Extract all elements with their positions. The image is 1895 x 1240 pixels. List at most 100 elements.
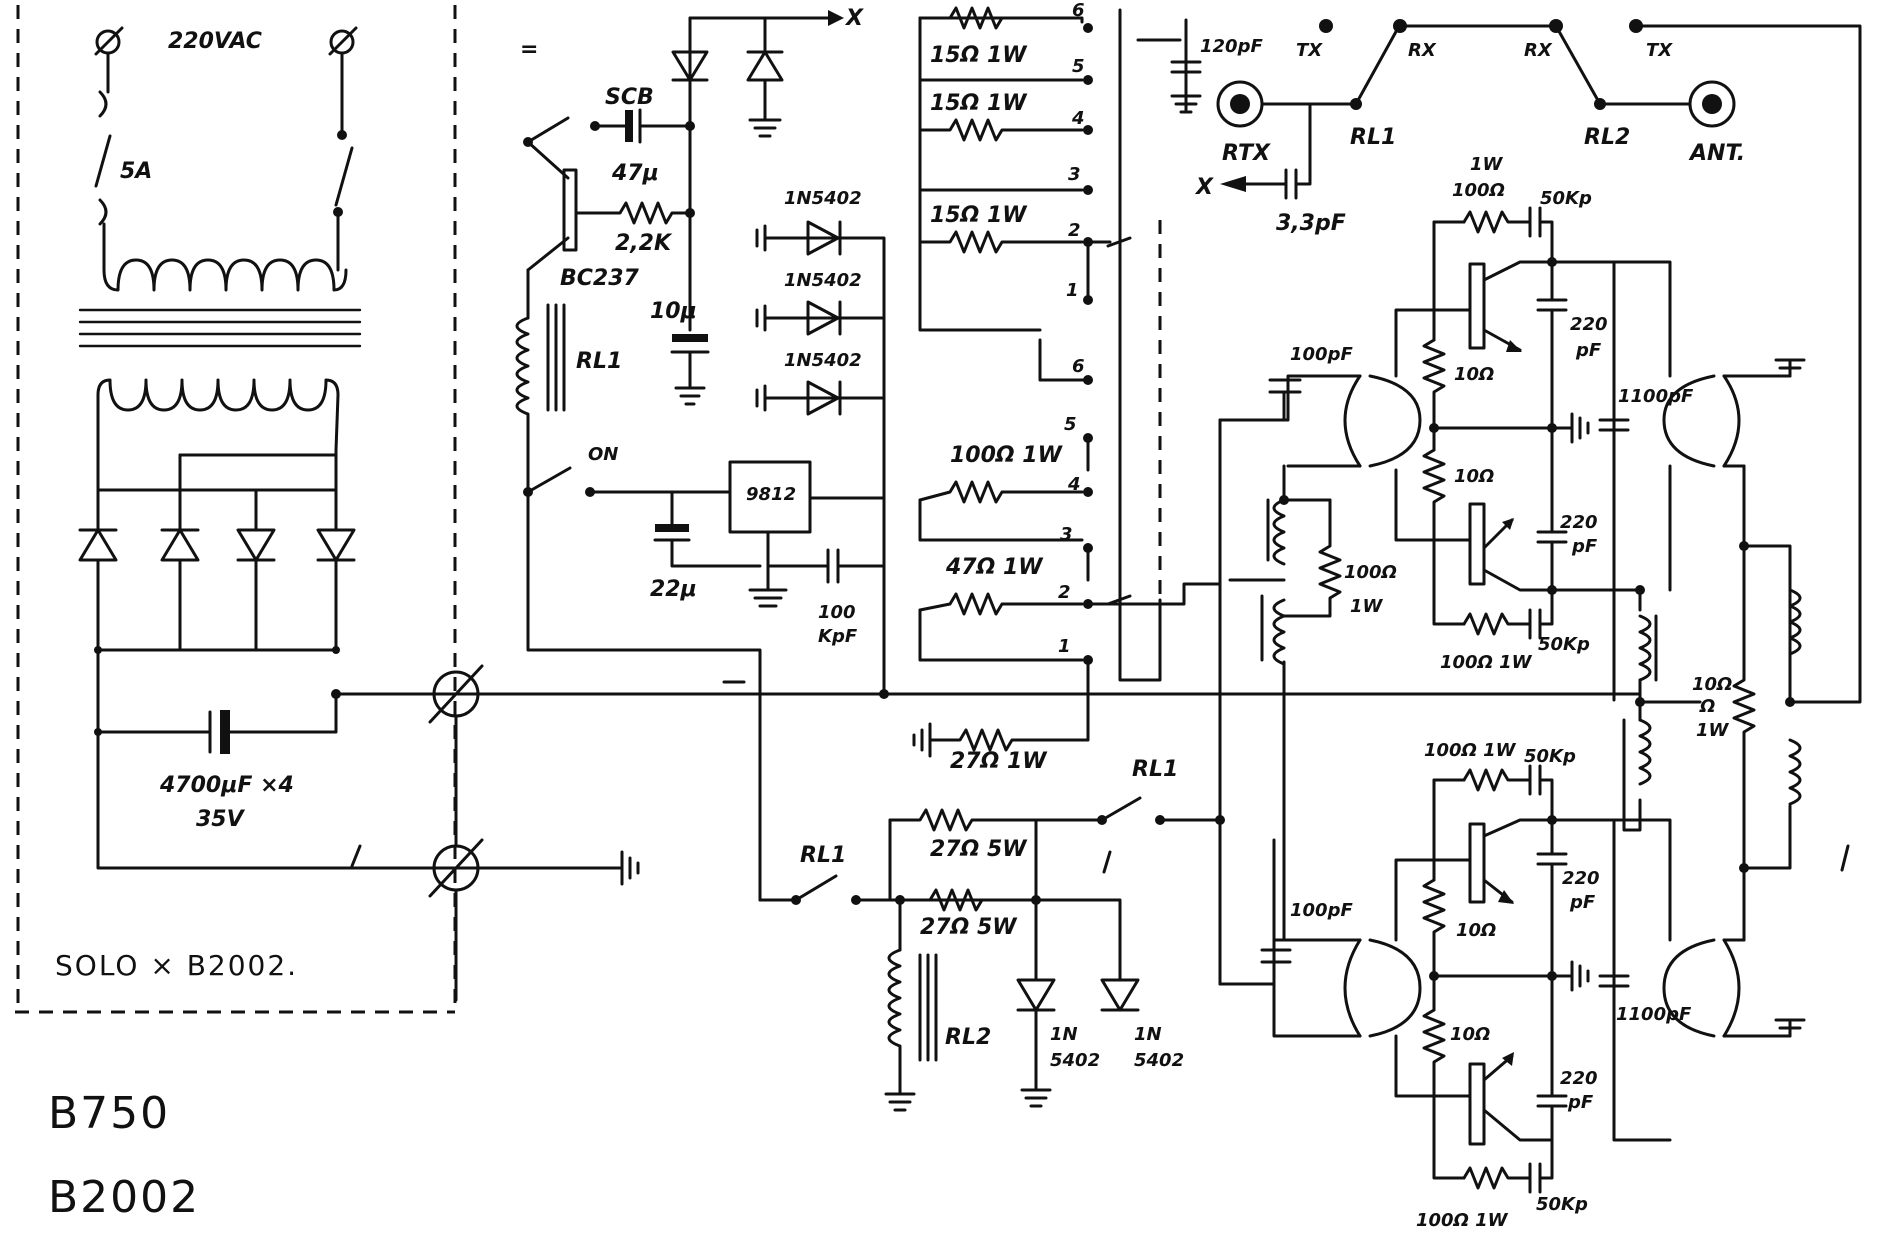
capacitor-10u [670, 334, 710, 406]
on-switch [523, 466, 595, 497]
capacitor-50kp-top [1528, 206, 1554, 264]
rx-2-label: RX [1524, 40, 1553, 61]
ground-symbol-out-bot [1774, 1018, 1806, 1038]
resistor-100-1w-b2 [1462, 768, 1532, 792]
ground-symbol-27r [912, 722, 932, 758]
transistor-driver-top [1432, 260, 1554, 352]
scb-switch [523, 116, 600, 147]
output-coil-right-bot [1788, 738, 1802, 806]
cap-120pf-label: 120pF [1200, 36, 1263, 57]
cap-220pf-c-unit: pF [1569, 892, 1596, 913]
res-10-a: 10Ω [1454, 364, 1494, 385]
coupling-transformer [1260, 464, 1286, 702]
protect-diode-a [1016, 978, 1056, 1108]
capacitor-220pf-c [1536, 818, 1568, 978]
cap-220pf-d-unit: pF [1567, 1092, 1594, 1113]
relay-rl1-mid-label: RL1 [1132, 757, 1178, 782]
capacitor-50kp-mid [1528, 588, 1554, 640]
res-2k2-label: 2,2K [615, 231, 673, 256]
amplifier-bottom-stage: 100Ω 1W 50Kp 220 pF 10Ω [1218, 740, 1806, 1231]
capacitor-100pf-bot [1260, 948, 1292, 964]
resistor-47-1w [918, 592, 1084, 662]
resistor-100-1w-b3 [1462, 1166, 1532, 1190]
resistor-10-d [1422, 1008, 1446, 1098]
capacitor-220pf-d [1536, 974, 1568, 1142]
model-label-2: B2002 [48, 1172, 200, 1223]
output-device-bot-left [1272, 938, 1422, 1038]
relay-bias-section: RL1 27Ω 5W 27Ω 5W RL2 [758, 757, 1225, 1112]
mark-3 [1840, 844, 1850, 872]
output-coil-a [1638, 614, 1658, 682]
output-device-bot-right [1662, 938, 1792, 1038]
pin-5b: 5 [1064, 414, 1077, 435]
switch-on-label: ON [588, 444, 618, 465]
cap-220pf-c: 220 [1562, 868, 1600, 889]
resistor-10-c [1422, 878, 1446, 978]
diode-low-a-2: 5402 [1050, 1050, 1100, 1071]
pin-3a: 3 [1068, 164, 1081, 185]
resistor-27-1w [928, 728, 1042, 752]
res-10-1w-out: 10Ω [1692, 674, 1732, 695]
res-100-1w-bot-top: 100Ω 1W [1440, 652, 1533, 673]
pin-4b: 4 [1067, 474, 1081, 495]
ground-rail [96, 730, 622, 870]
cap-100pf-bot: 100pF [1290, 900, 1353, 921]
transistor-label: BC237 [560, 266, 640, 291]
relay-switch-rl1 [1350, 26, 1400, 110]
res-10-b: 10Ω [1454, 466, 1494, 487]
rx-1-label: RX [1408, 40, 1437, 61]
resistor-15-3 [918, 230, 1084, 254]
relay-driver-section: = X SCB [515, 6, 886, 902]
ground-symbol-psu [620, 850, 640, 886]
output-device-top-left [1218, 374, 1422, 468]
pin-6b: 6 [1072, 356, 1085, 377]
mark-1 [350, 844, 362, 868]
diode-a-label: 1N5402 [784, 188, 862, 209]
stack-diode-3 [755, 380, 842, 416]
resistor-27-5w-b [898, 888, 1038, 912]
pin-1b: 1 [1058, 636, 1071, 657]
res-47-1w-label: 47Ω 1W [945, 555, 1044, 580]
antenna-switch-section: 120pF TX RX RX TX RTX RL1 RL2 ANT. [1136, 18, 1862, 704]
regulator-label: 9812 [746, 484, 796, 505]
on-switch-wire [526, 418, 762, 902]
res-100-fb-top: 100Ω [1452, 180, 1505, 201]
cap-220pf-b: 220 [1560, 512, 1598, 533]
cap-10u-label: 10μ [650, 299, 697, 324]
pin-6a: 6 [1072, 0, 1085, 21]
capacitor-50kp-b3 [1528, 1138, 1554, 1194]
res-100-1w-b3: 100Ω 1W [1416, 1210, 1509, 1231]
ground-symbol-top-mid [1570, 412, 1590, 444]
capacitor-1100pf-bot [1598, 974, 1630, 988]
res-10-d: 10Ω [1450, 1024, 1490, 1045]
cap-1100-top: 1100pF [1618, 386, 1694, 407]
diode-b-label: 1N5402 [784, 270, 862, 291]
mark-2 [1102, 850, 1112, 874]
regulator-9812 [728, 460, 886, 608]
scb-label: SCB [605, 85, 654, 110]
capacitor-100kpf [766, 548, 886, 584]
transformer-secondary-coil [96, 378, 340, 452]
capacitor-100pf-top [1268, 378, 1302, 422]
cap-22u-label: 22μ [650, 577, 697, 602]
attenuator-section: 15Ω 1W 15Ω 1W 15Ω 1W 6 5 4 3 2 1 [912, 0, 1222, 774]
resistor-100-1w [918, 480, 1084, 542]
rl1-switch-label: RL1 [1350, 125, 1396, 150]
mains-terminal-left [94, 26, 124, 94]
fuse [94, 90, 112, 272]
resistor-27-5w-a [888, 808, 1098, 832]
capacitor-50kp-b2 [1528, 764, 1554, 822]
rtx-connector [1216, 80, 1264, 128]
diode-low-b-2: 5402 [1134, 1050, 1184, 1071]
cap-220pf-d: 220 [1560, 1068, 1598, 1089]
res-27-1w-label: 27Ω 1W [950, 749, 1048, 774]
cap-50kp-mid: 50Kp [1538, 634, 1590, 655]
cap-1100-bot: 1100pF [1616, 1004, 1692, 1025]
ant-connector [1688, 80, 1736, 128]
rectifier-diode-4 [316, 528, 356, 562]
cap-220pf-a-unit: pF [1575, 340, 1602, 361]
mains-terminal-right [328, 26, 358, 134]
cap-220pf-b-unit: pF [1571, 536, 1598, 557]
